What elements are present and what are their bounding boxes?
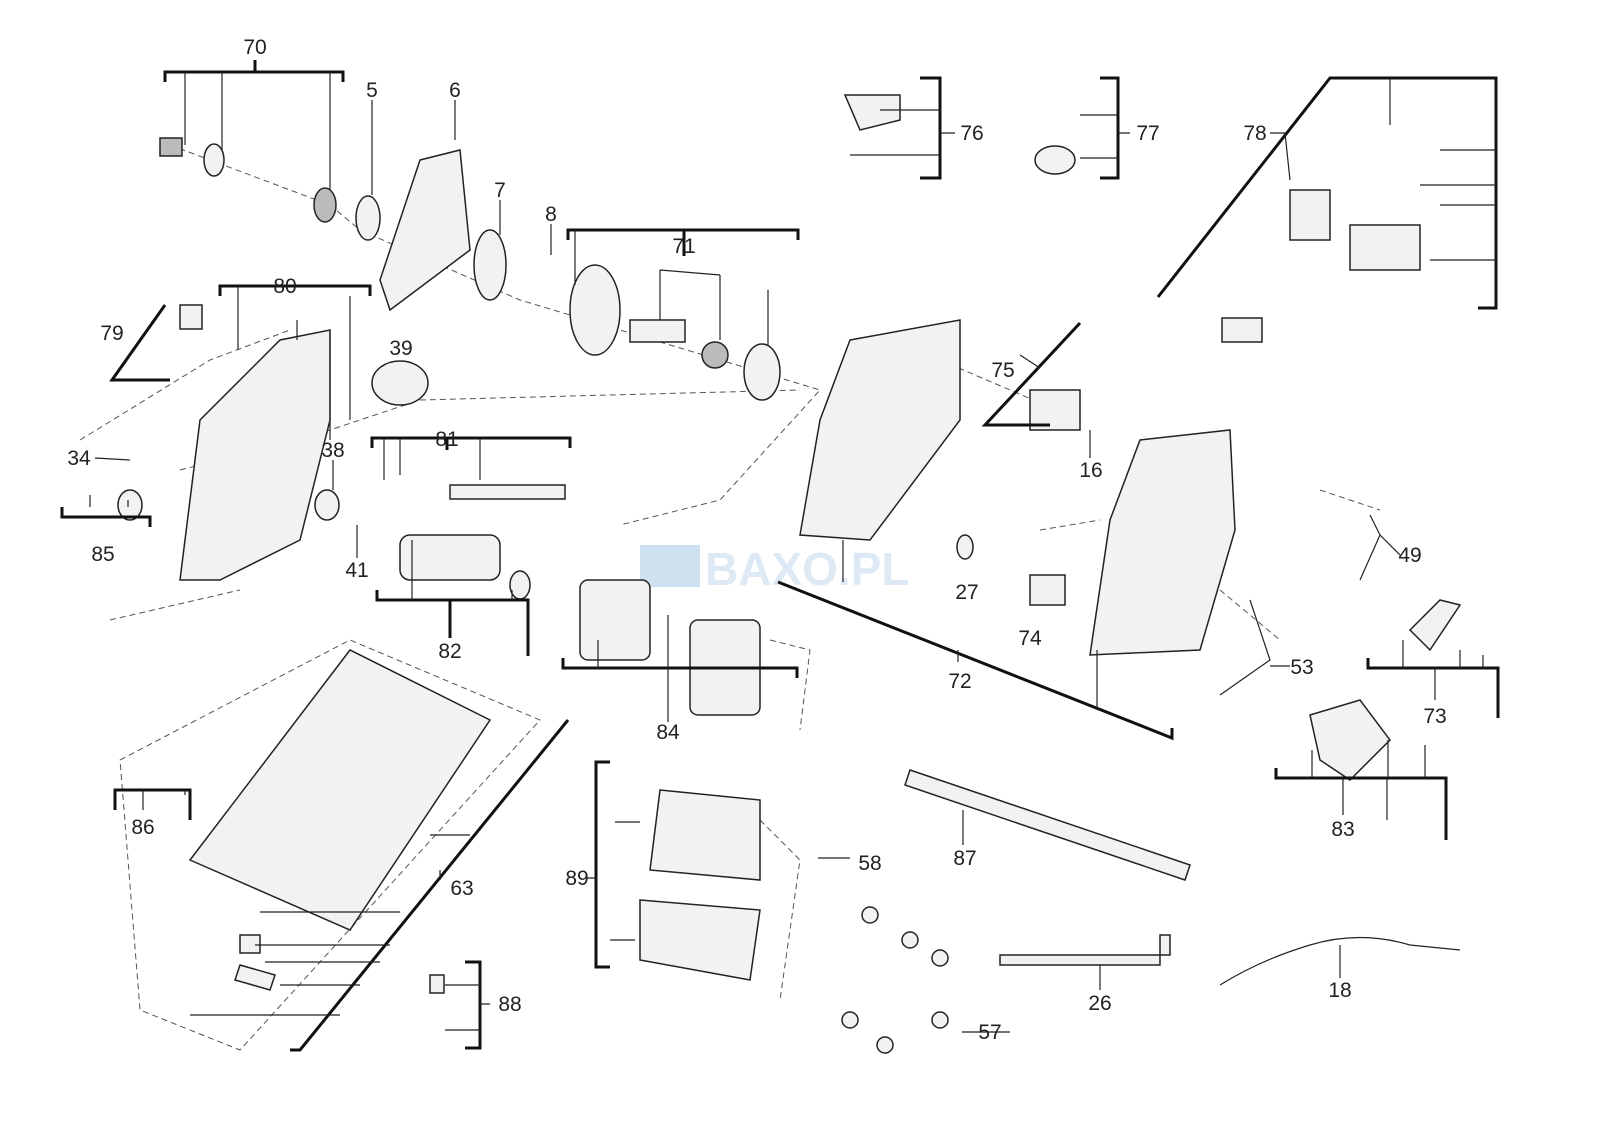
label-79: 79 bbox=[100, 322, 123, 345]
label-77: 77 bbox=[1136, 122, 1159, 145]
label-88: 88 bbox=[498, 993, 521, 1016]
label-86: 86 bbox=[131, 816, 154, 839]
part-label-74 bbox=[1029, 574, 1066, 606]
label-85: 85 bbox=[91, 543, 114, 566]
label-26: 26 bbox=[1088, 992, 1111, 1015]
label-84: 84 bbox=[656, 721, 680, 744]
part-hex-key bbox=[999, 934, 1171, 966]
part-blade-guard bbox=[179, 329, 331, 581]
label-57: 57 bbox=[978, 1021, 1001, 1044]
label-71: 71 bbox=[672, 235, 695, 258]
svg-text:BAXO.PL: BAXO.PL bbox=[705, 543, 909, 595]
part-bearing bbox=[117, 489, 143, 521]
part-connector bbox=[1221, 317, 1263, 343]
label-82: 82 bbox=[438, 640, 461, 663]
label-87: 87 bbox=[953, 847, 976, 870]
part-flange bbox=[313, 187, 337, 223]
part-handle-83 bbox=[1309, 699, 1391, 781]
label-72: 72 bbox=[948, 670, 971, 693]
part-washer bbox=[203, 143, 225, 177]
part-armature bbox=[399, 534, 501, 581]
label-63: 63 bbox=[450, 877, 473, 900]
part-gear bbox=[743, 343, 781, 401]
part-base-plate bbox=[188, 649, 492, 931]
label-73: 73 bbox=[1423, 705, 1446, 728]
label-76: 76 bbox=[960, 122, 983, 145]
watermark-logo: BAXO.PL bbox=[640, 543, 909, 595]
part-lever-73 bbox=[1408, 599, 1462, 652]
label-8: 8 bbox=[545, 203, 557, 226]
label-49: 49 bbox=[1398, 544, 1421, 567]
part-motor-cover-top bbox=[649, 789, 761, 881]
part-knob bbox=[239, 934, 261, 954]
part-spindle bbox=[629, 319, 686, 343]
label-58: 58 bbox=[858, 852, 881, 875]
label-78: 78 bbox=[1243, 122, 1266, 145]
part-bolt bbox=[159, 137, 183, 157]
part-lock-button bbox=[843, 94, 901, 131]
part-housing-left bbox=[799, 319, 961, 541]
label-7: 7 bbox=[494, 179, 506, 202]
part-nut bbox=[701, 341, 729, 369]
part-cap bbox=[371, 360, 429, 406]
label-38: 38 bbox=[321, 439, 344, 462]
part-battery-terminal bbox=[1349, 224, 1421, 271]
label-81: 81 bbox=[435, 428, 458, 451]
label-18: 18 bbox=[1328, 979, 1351, 1002]
label-16: 16 bbox=[1079, 459, 1102, 482]
part-rip-fence bbox=[904, 769, 1191, 881]
part-bearing-3 bbox=[509, 570, 531, 600]
part-lower-guard bbox=[379, 149, 471, 312]
part-pcb bbox=[1289, 189, 1331, 241]
label-83: 83 bbox=[1331, 818, 1354, 841]
label-70: 70 bbox=[243, 36, 266, 59]
part-motor-cover-bottom bbox=[639, 899, 761, 981]
label-75: 75 bbox=[991, 359, 1014, 382]
part-o-ring bbox=[355, 195, 381, 241]
part-gear-housing bbox=[569, 264, 621, 356]
part-27 bbox=[956, 534, 974, 560]
label-39: 39 bbox=[389, 337, 412, 360]
callout-brackets bbox=[60, 60, 1500, 1052]
label-53: 53 bbox=[1290, 656, 1313, 679]
label-6: 6 bbox=[449, 79, 461, 102]
part-stator bbox=[579, 579, 651, 661]
part-bearing-2 bbox=[314, 489, 340, 521]
label-89: 89 bbox=[565, 867, 588, 890]
callout-labels: 70 5 6 7 8 71 80 79 39 34 38 81 85 41 82… bbox=[67, 36, 1446, 1044]
label-34: 34 bbox=[67, 447, 91, 470]
label-5: 5 bbox=[366, 79, 378, 102]
label-41: 41 bbox=[345, 559, 368, 582]
part-switch-75 bbox=[1029, 389, 1081, 431]
label-74: 74 bbox=[1018, 627, 1042, 650]
part-wire-18 bbox=[1219, 936, 1461, 986]
label-80: 80 bbox=[273, 275, 296, 298]
part-88 bbox=[429, 974, 445, 994]
part-clamp-lever bbox=[234, 964, 276, 991]
label-27: 27 bbox=[955, 581, 978, 604]
part-spring bbox=[473, 229, 507, 301]
part-lever bbox=[1034, 145, 1076, 175]
part-housing-right bbox=[1089, 429, 1236, 656]
part-switch bbox=[179, 304, 203, 330]
part-shaft bbox=[449, 484, 566, 500]
